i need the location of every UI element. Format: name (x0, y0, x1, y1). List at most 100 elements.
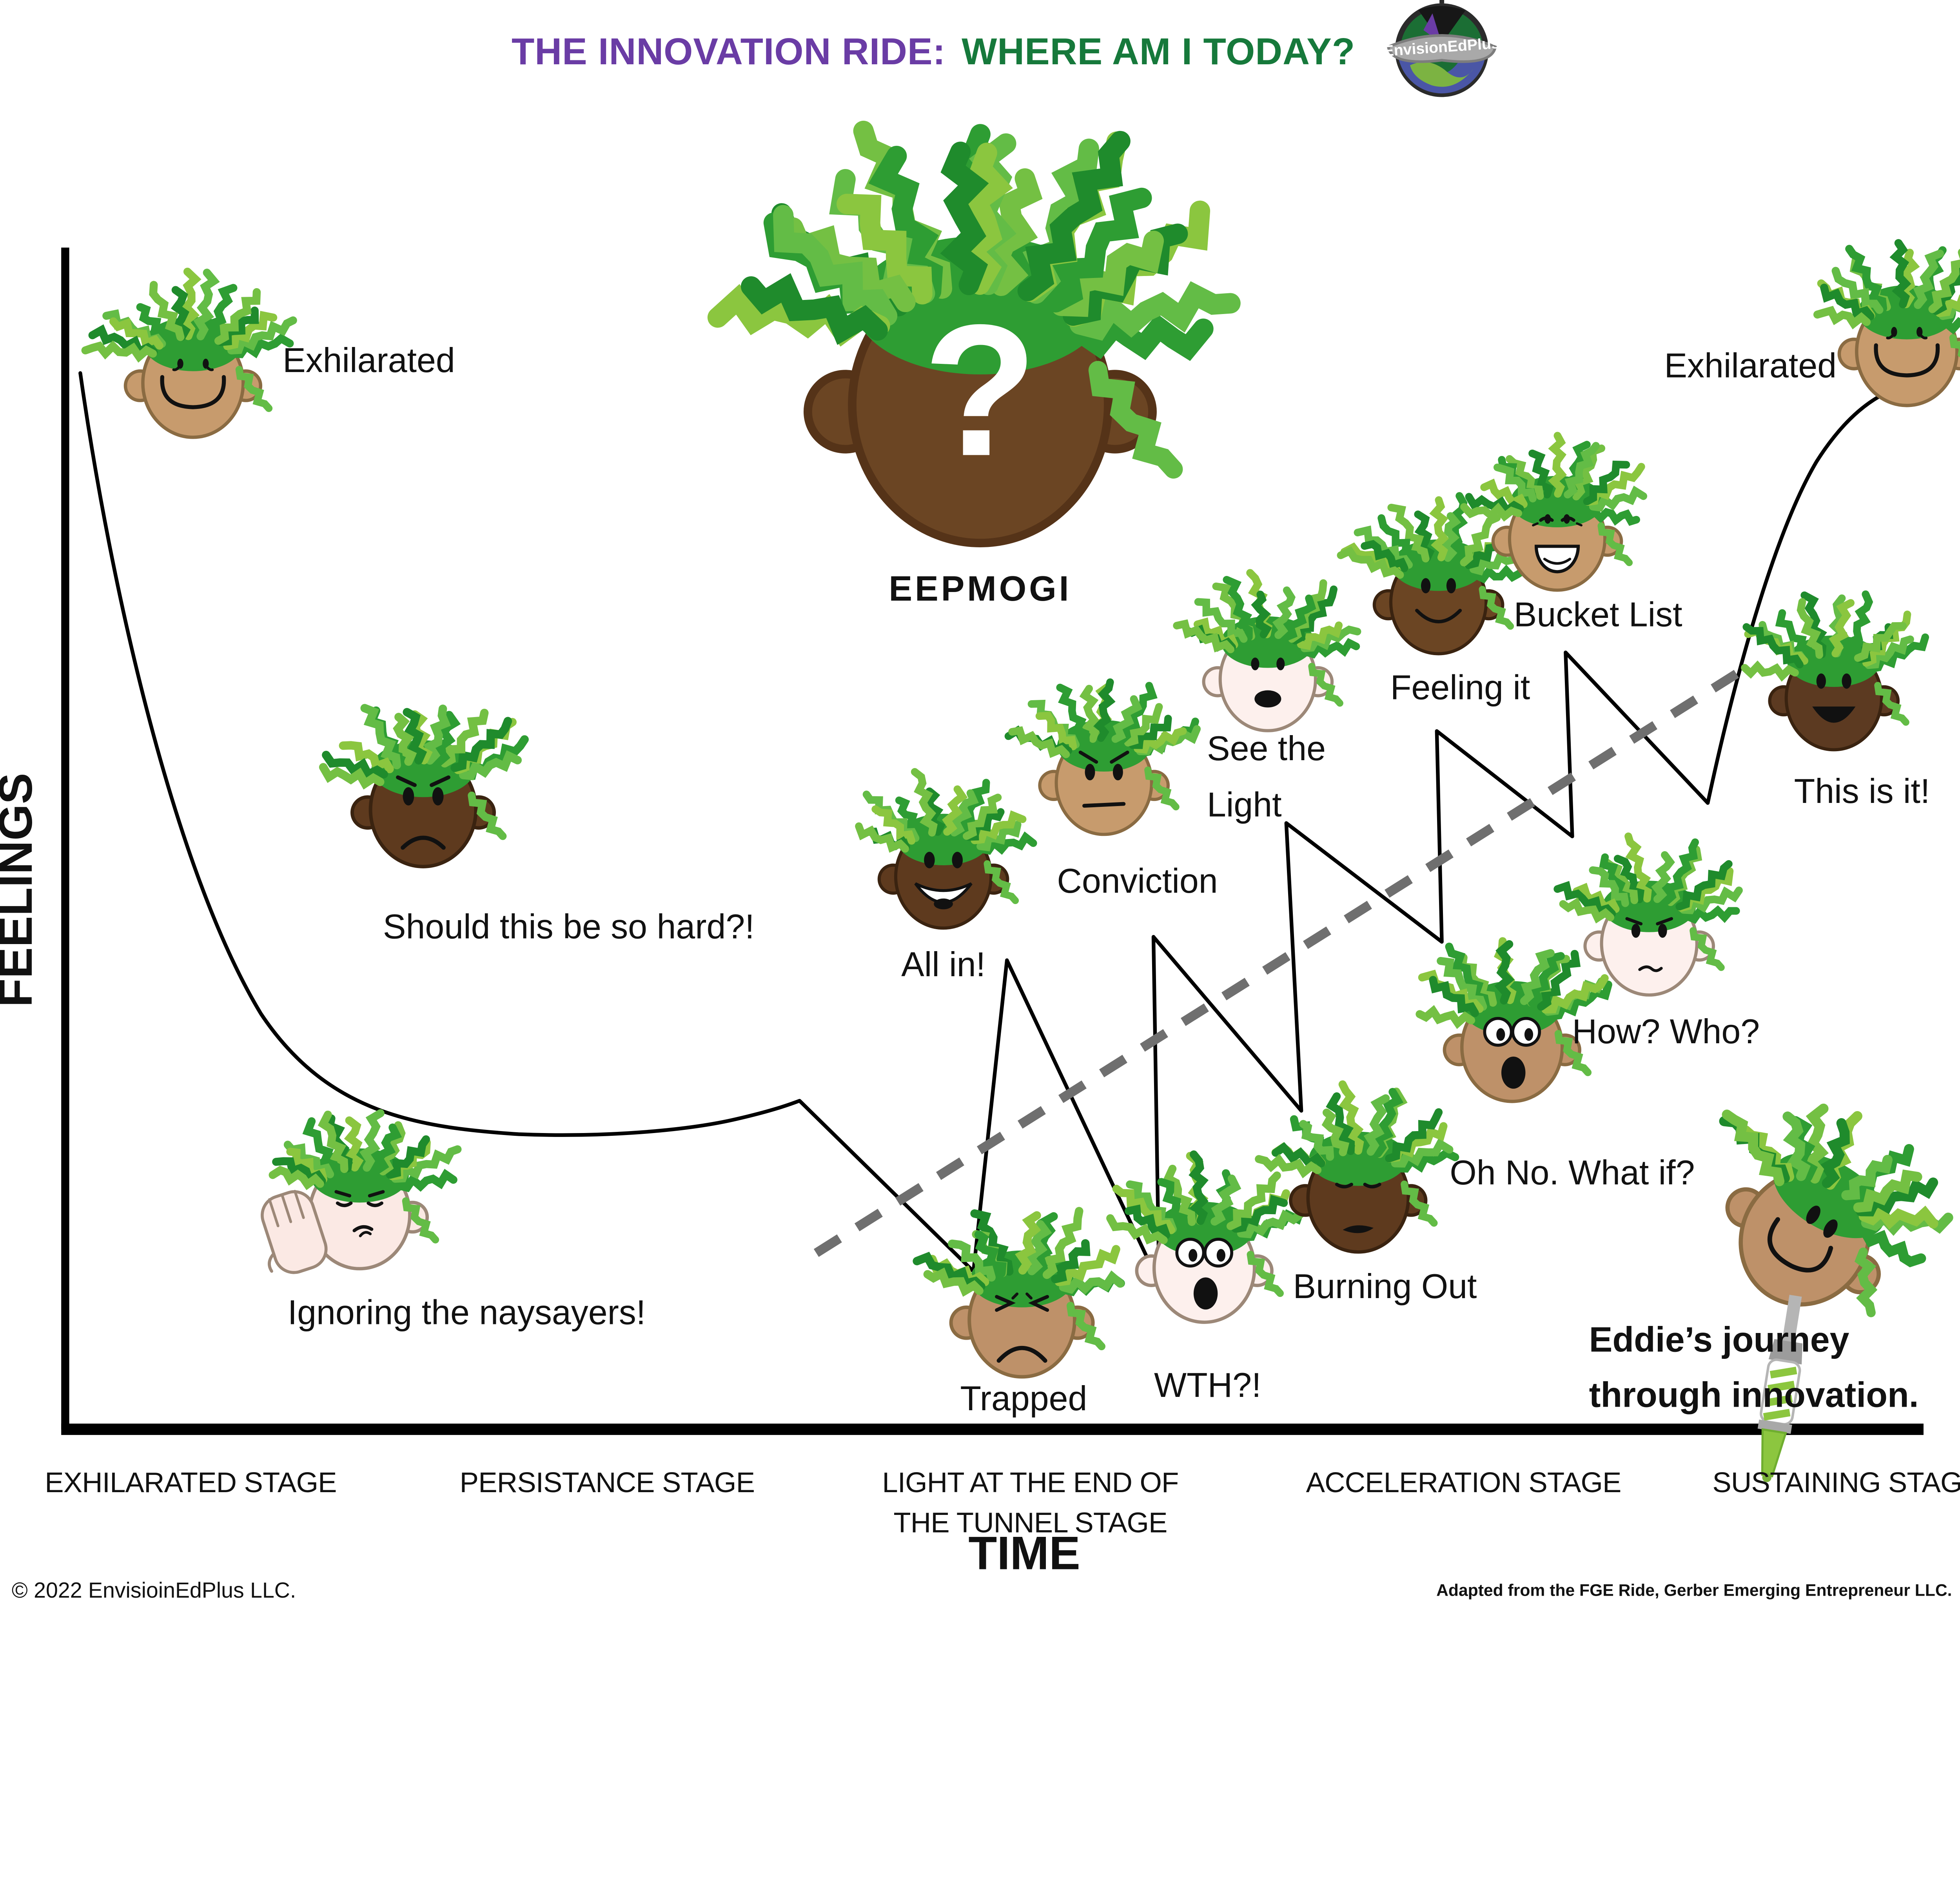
hair-strand-icon (1255, 1154, 1322, 1179)
hair-strand-icon (1283, 594, 1316, 641)
face-feature (172, 365, 180, 371)
face-feature (367, 1201, 383, 1207)
face-wth (1106, 1150, 1309, 1324)
page-title-part2: WHERE AM I TODAY? (962, 31, 1355, 73)
hair-strand-icon (1573, 883, 1620, 913)
hair-strand-icon (402, 1197, 439, 1244)
pen-stripe (1763, 1409, 1791, 1421)
eye-icon (1544, 514, 1551, 524)
weary-mouth (1343, 1225, 1374, 1233)
grin-inner (934, 898, 953, 910)
eye-icon (1189, 1249, 1198, 1262)
face-feature (1638, 965, 1663, 972)
face-feature (160, 375, 226, 409)
label-all-in: All in! (901, 945, 985, 984)
hair-strand-icon (1651, 851, 1675, 903)
hair-strand-icon (1675, 860, 1733, 911)
eye-icon (1446, 578, 1456, 594)
label-conviction: Conviction (1057, 861, 1218, 900)
pen-icon (1757, 1295, 1803, 1482)
hair-strand-icon (1363, 1094, 1390, 1156)
face-bucket-list (1460, 432, 1648, 592)
face-feature (368, 1190, 385, 1198)
face-feature (996, 1346, 1047, 1363)
hair-strand-icon (1385, 1108, 1443, 1162)
hair-strand-icon (1854, 622, 1907, 662)
hair-strand-icon (450, 717, 512, 772)
hair-strand-icon (1858, 1204, 1938, 1230)
eye-icon (924, 852, 935, 868)
hair-strand-icon (1889, 239, 1911, 309)
innovation-ride-poster: THE INNOVATION RIDE:WHERE AM I TODAY? En… (0, 0, 1960, 1602)
face-eepmogi: ? (707, 120, 1241, 548)
expression-eddie (1767, 1206, 1838, 1273)
hair-strand-icon (1124, 703, 1163, 747)
hair-strand-icon (1272, 1142, 1325, 1169)
hair-strand-icon (1106, 1214, 1168, 1245)
eye-icon (1563, 514, 1570, 524)
hair-strand-icon (1853, 1169, 1922, 1213)
hair-strand-icon (171, 286, 191, 341)
hair-strand-icon (1597, 522, 1633, 567)
hair-strand-icon (837, 194, 933, 305)
face-conviction (1004, 678, 1201, 836)
hair-strand-icon (1088, 361, 1183, 479)
label-should-be-so-hard: Should this be so hard?! (383, 907, 755, 946)
hair-strand-icon (1845, 245, 1887, 312)
open-mouth (1193, 1277, 1218, 1310)
face-should-be-so-hard (319, 704, 529, 868)
face-feeling-it (1337, 492, 1528, 656)
expression-laugh (1532, 514, 1583, 574)
hair-strand-icon (1401, 1180, 1438, 1227)
face-how-who (1553, 832, 1743, 997)
eddie-annotation-line2: through innovation. (1589, 1375, 1919, 1414)
face-this-is-it (1741, 590, 1929, 752)
laugh-mouth (1534, 545, 1580, 574)
journey-curve (78, 371, 1949, 1285)
expression-mad (396, 775, 450, 850)
face-feature (336, 1201, 353, 1207)
hair-strand-icon (1302, 638, 1360, 659)
envisionedplus-logo: EnvisionEdPlus (1383, 0, 1500, 97)
expression-content (1415, 578, 1462, 623)
hair-strand-icon (940, 142, 989, 295)
face-feature (1532, 522, 1539, 527)
hair-strand-icon (1473, 565, 1528, 584)
face-feature (1363, 1182, 1381, 1189)
hair-strand-icon (948, 1239, 996, 1282)
stage-label-0: EXHILARATED STAGE (45, 1467, 336, 1498)
hair-strand-icon (1537, 950, 1581, 1011)
hair-strand-icon (319, 763, 385, 790)
hair-strand-icon (1913, 249, 1944, 309)
expression-happy (160, 358, 226, 409)
hair-strand-icon (954, 779, 990, 837)
face-feature (1767, 1217, 1833, 1273)
hair-strand-icon (871, 805, 916, 845)
hair-strand-icon (1429, 976, 1479, 1017)
hair-strand-icon (976, 821, 1022, 852)
hair-strand-icon (911, 768, 938, 837)
face-feature (1025, 1292, 1033, 1300)
eddie-annotation-line1: Eddie’s journey (1589, 1320, 1849, 1359)
hair-strand-icon (1189, 1150, 1209, 1225)
face-feature (1078, 750, 1098, 764)
hair-strand-icon (302, 1117, 339, 1176)
hair-strand-icon (1928, 249, 1960, 313)
hair-strand-icon (149, 281, 185, 341)
hair-strand-icon (1237, 1206, 1309, 1239)
hair-strand-icon (1592, 508, 1640, 526)
hair-strand-icon (1460, 502, 1523, 522)
attribution: Adapted from the FGE Ride, Gerber Emergi… (1436, 1581, 1952, 1600)
logo-continent (1410, 62, 1474, 87)
hair-strand-icon (1144, 766, 1180, 811)
hair-strand-icon (1377, 514, 1421, 565)
face-feature (1028, 1295, 1049, 1312)
hair-strand-icon (1118, 682, 1158, 745)
face-feature (1874, 343, 1940, 378)
hair-strand-icon (1321, 1108, 1350, 1157)
hair-strand-icon (1797, 598, 1823, 659)
hair-strand-icon (1520, 949, 1555, 1005)
hair-strand-icon (1856, 1177, 1938, 1217)
